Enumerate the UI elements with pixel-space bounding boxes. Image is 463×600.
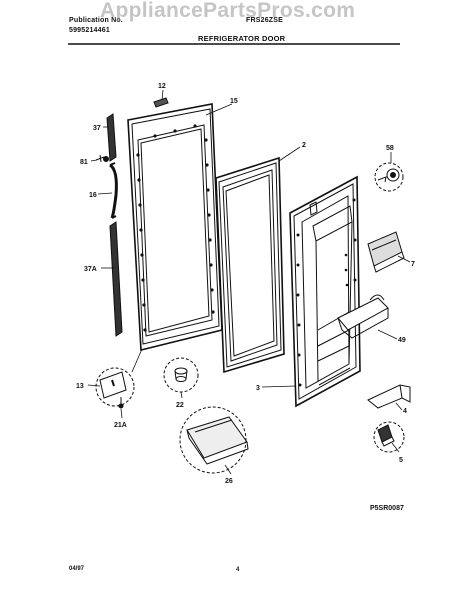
part-58-screw	[377, 168, 400, 183]
footer-date: 04/97	[69, 566, 85, 572]
callout-26: 26	[225, 478, 233, 485]
part-5-cap	[377, 424, 395, 447]
callout-37a: 37A	[84, 266, 97, 273]
callout-4: 4	[403, 408, 407, 415]
detail-circle-58	[374, 162, 404, 192]
part-3-inner-liner	[289, 175, 361, 408]
detail-circle-26	[179, 406, 247, 474]
callout-81: 81	[80, 159, 88, 166]
callout-22: 22	[176, 402, 184, 409]
callout-12: 12	[158, 83, 166, 90]
part-21a-screw	[118, 397, 124, 409]
page-title: REFRIGERATOR DOOR	[198, 34, 286, 43]
callout-2: 2	[302, 142, 306, 149]
page-number: 4	[236, 567, 240, 573]
part-81-screw	[95, 154, 109, 163]
diagram-code: P5SR0087	[370, 505, 404, 512]
part-16-handle	[109, 162, 118, 219]
callout-21a: 21A	[114, 422, 127, 429]
callout-5: 5	[399, 457, 403, 464]
callout-13: 13	[76, 383, 84, 390]
part-4-bracket	[367, 384, 411, 409]
callout-58: 58	[386, 145, 394, 152]
detail-circle-5	[373, 421, 405, 453]
callout-37: 37	[93, 125, 101, 132]
part-2-gasket	[215, 156, 285, 374]
part-22-bushing	[174, 367, 188, 382]
watermark: AppliancePartsPros.com	[100, 0, 356, 22]
part-37-upper-strip	[106, 113, 117, 162]
callout-3: 3	[256, 385, 260, 392]
callout-16: 16	[89, 192, 97, 199]
model-number: FRS26ZSE	[246, 17, 283, 24]
detail-circle-22	[163, 357, 199, 393]
callout-49: 49	[398, 337, 406, 344]
part-7-small-bin	[367, 231, 405, 273]
part-49-door-shelf	[337, 294, 389, 339]
part-37a-lower-strip	[109, 221, 123, 337]
part-12-clip	[153, 97, 169, 108]
callout-15: 15	[230, 98, 238, 105]
leader-lines	[87, 89, 411, 475]
publication-label: Publication No.	[69, 17, 123, 24]
part-13-hinge	[99, 371, 127, 399]
publication-number: 5995214461	[69, 27, 110, 34]
part-15-outer-door	[127, 103, 223, 352]
part-26-dairy-bin	[186, 416, 249, 465]
callout-7: 7	[411, 261, 415, 268]
detail-circle-13	[95, 367, 135, 407]
